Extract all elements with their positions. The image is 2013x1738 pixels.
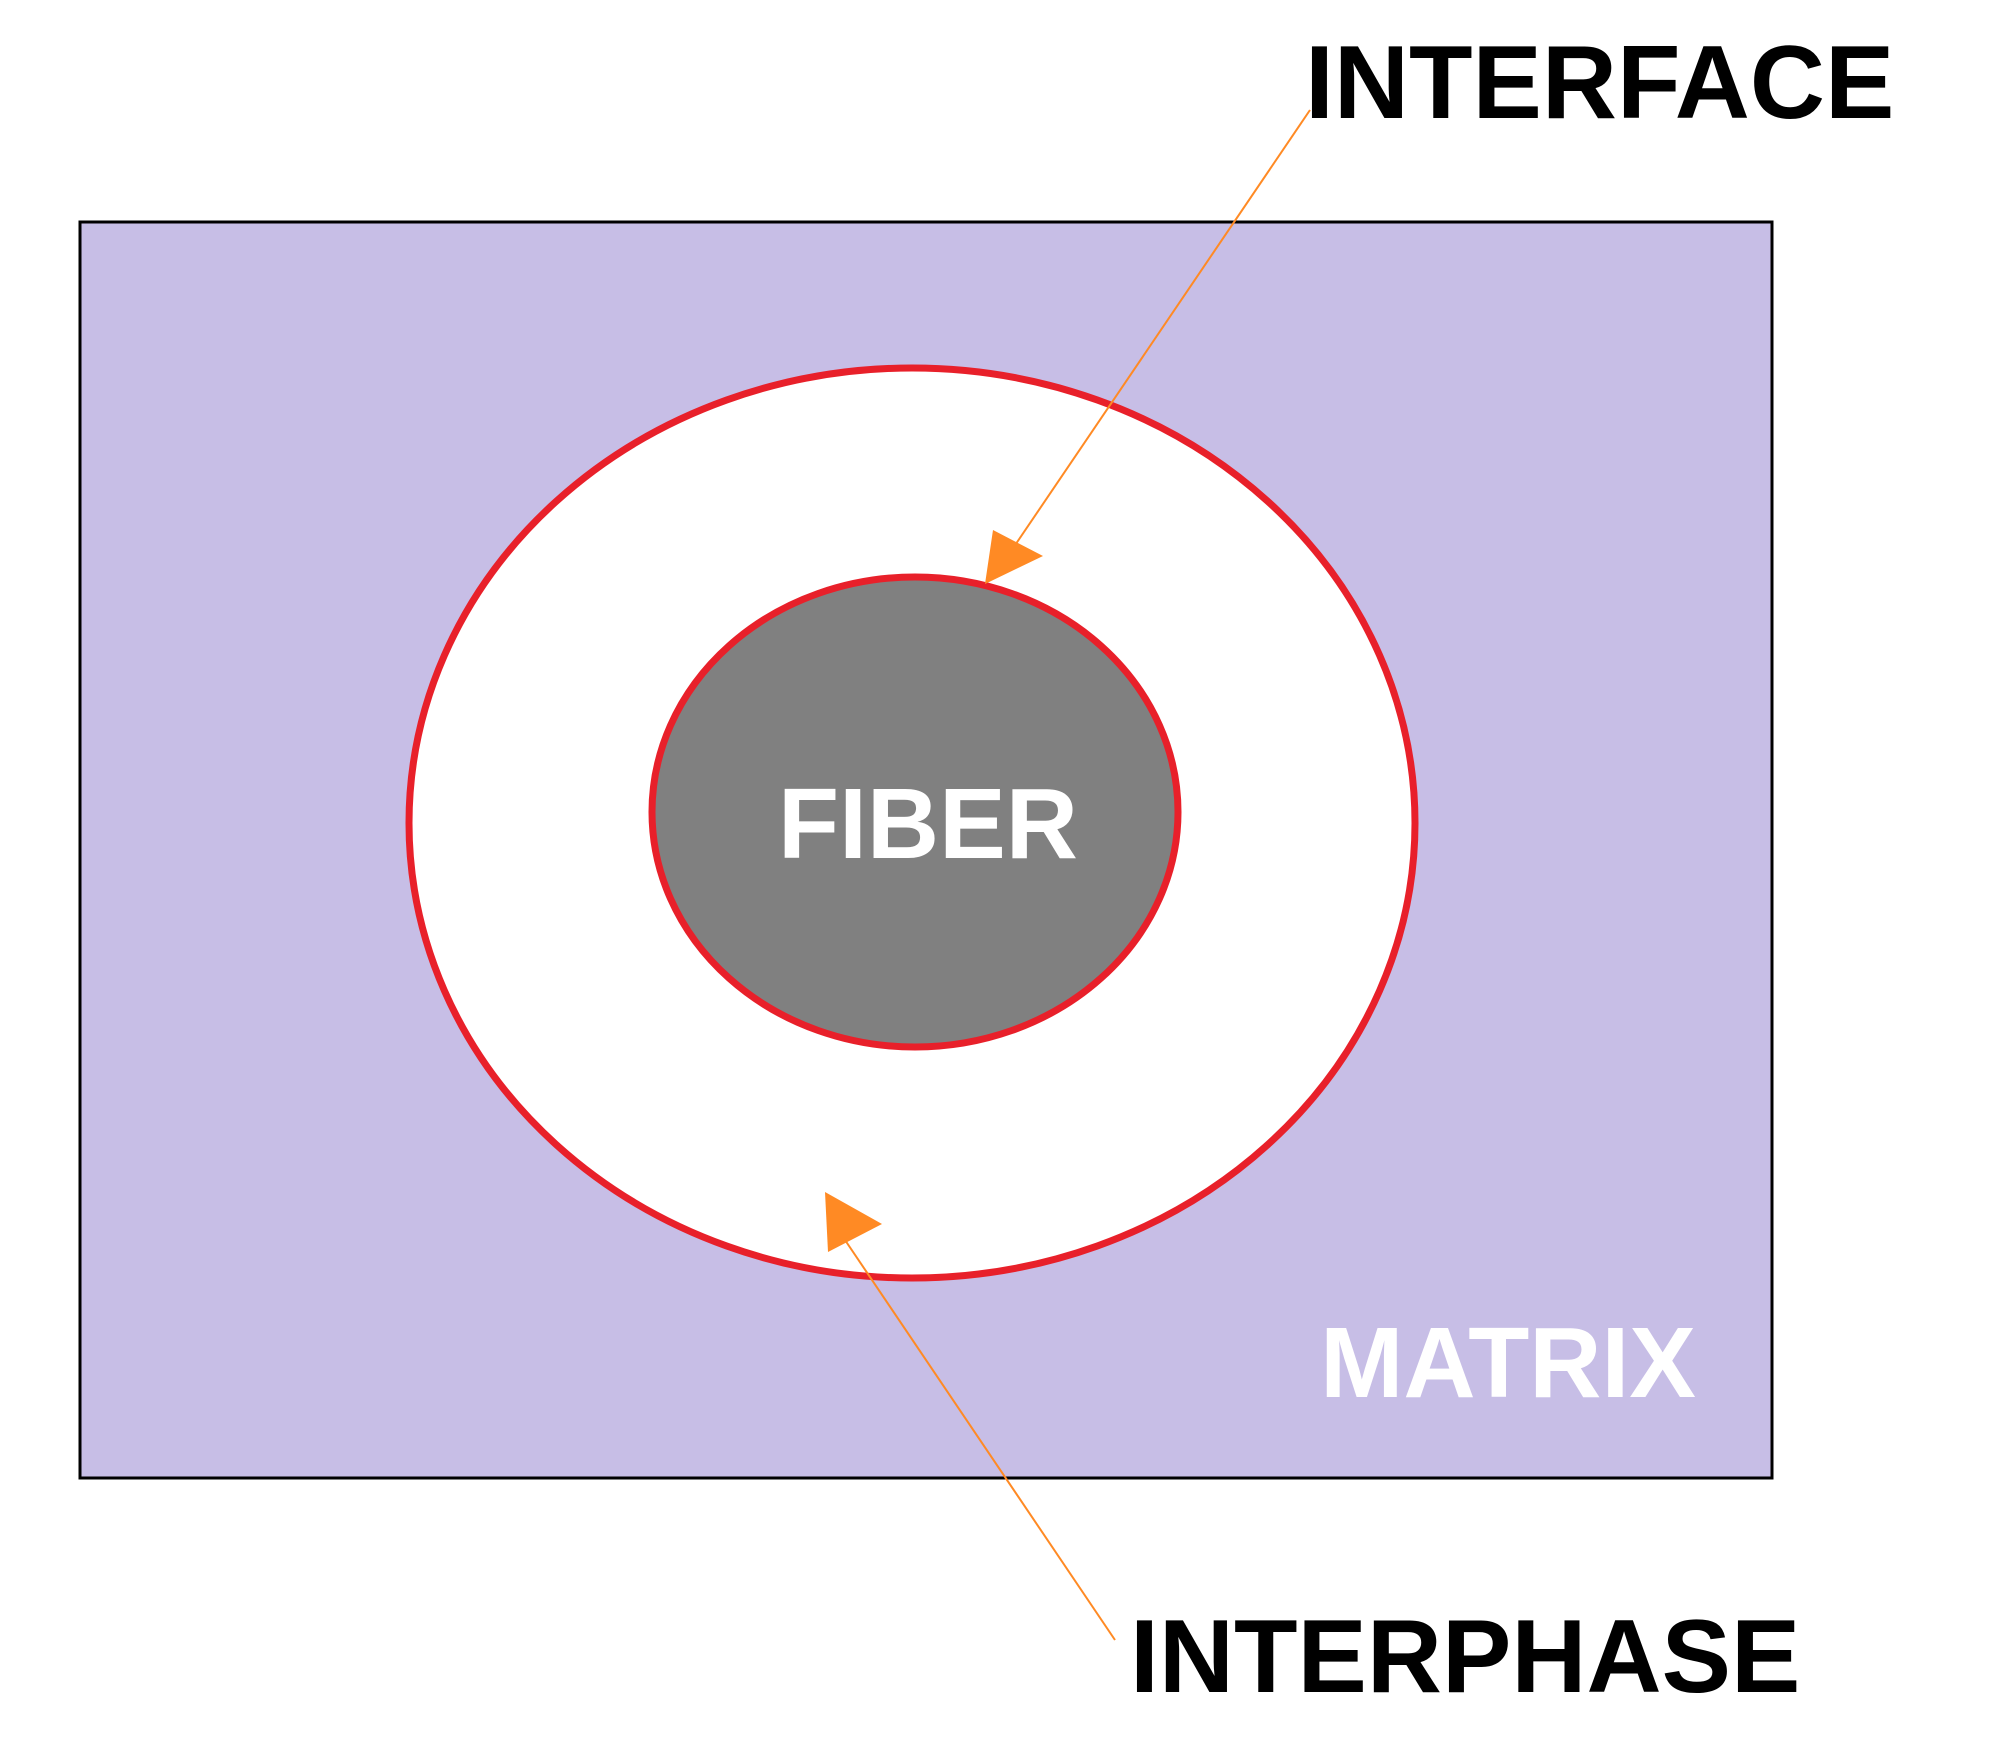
matrix-label: MATRIX <box>1320 1307 1696 1419</box>
interphase-arrow-line <box>844 1239 1116 1641</box>
fiber-label: FIBER <box>778 768 1078 880</box>
fiber-core <box>648 573 1182 1051</box>
interface-label: INTERFACE <box>1305 25 1894 141</box>
interface-arrowhead <box>985 530 1043 584</box>
interphase-label: INTERPHASE <box>1130 1599 1800 1715</box>
interphase-arrowhead <box>825 1192 882 1252</box>
interface-arrow-line <box>1004 109 1311 561</box>
